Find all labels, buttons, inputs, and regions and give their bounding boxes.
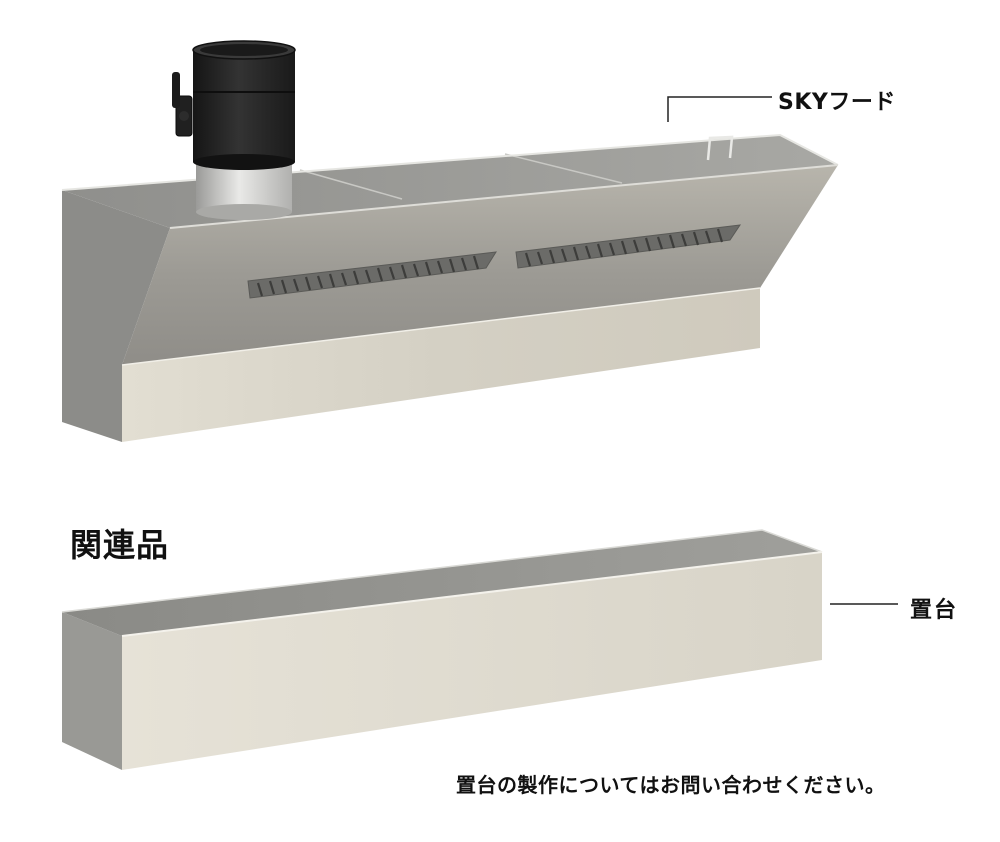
hood-leader-line [667, 96, 772, 122]
related-products-heading: 関連品 [70, 526, 170, 564]
stand-left-end [62, 612, 122, 770]
stand-illustration [61, 529, 823, 770]
hood-grille-right [515, 224, 742, 269]
stand-inquiry-note: 置台の製作についてはお問い合わせください。 [456, 773, 886, 797]
hood-top-seam [504, 153, 623, 184]
hood-top-seam [299, 169, 403, 200]
stand-top-rim [61, 529, 823, 613]
stand-top [62, 530, 822, 636]
hood-label: SKYフード [778, 90, 896, 115]
range-hood-illustration [61, 40, 839, 442]
hood-grille-left [247, 251, 497, 299]
hood-lower-front [122, 288, 760, 442]
hood-top-rim [61, 133, 839, 191]
stand-label: 置台 [910, 598, 959, 623]
stand-front-edge [121, 551, 823, 637]
hood-lower-edge [121, 287, 761, 366]
hood-left-end-panel [62, 190, 170, 442]
hood-duct [172, 40, 296, 220]
hood-top-handle [706, 135, 734, 161]
hood-slope-edge [169, 164, 839, 229]
stand-front [122, 552, 822, 770]
